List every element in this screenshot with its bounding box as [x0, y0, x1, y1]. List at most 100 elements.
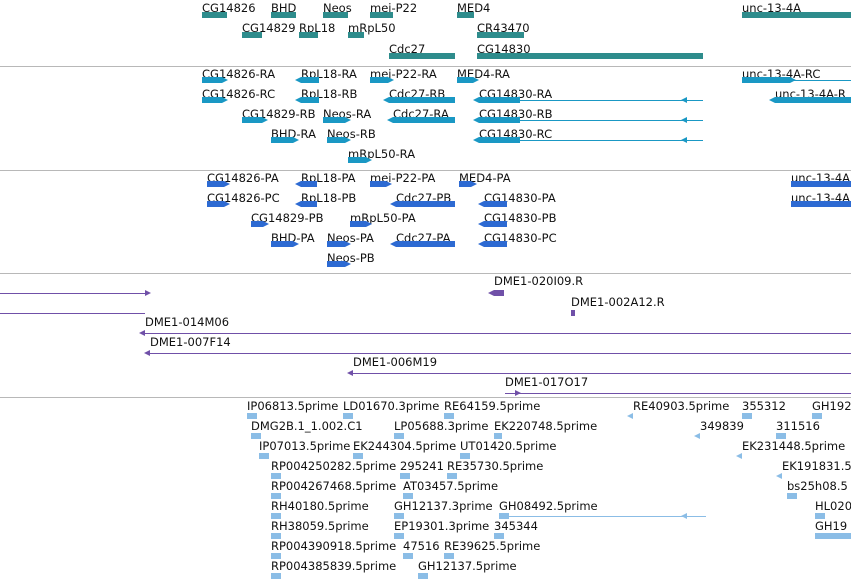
feature-label: RH40180.5prime	[271, 499, 369, 513]
feature-label: 295241	[400, 459, 444, 473]
feature-label: LD01670.3prime	[343, 399, 440, 413]
feature-intron-line	[479, 120, 703, 121]
feature-exon-bar	[815, 533, 851, 539]
feature-label: CG14829-PB	[251, 211, 324, 225]
feature-exon-bar	[242, 32, 262, 38]
feature-exon-bar	[460, 453, 470, 459]
feature-exon-bar	[271, 513, 281, 519]
feature-exon-bar	[271, 12, 296, 18]
strand-left-arrow-icon	[478, 220, 484, 227]
strand-right-arrow-icon	[515, 389, 521, 396]
feature-exon-bar	[301, 201, 317, 207]
feature-exon-bar	[323, 117, 345, 123]
feature-label: CG14826	[202, 1, 256, 15]
feature-label: CR43470	[477, 21, 530, 35]
feature-intron-line	[479, 140, 703, 141]
feature-exon-bar	[299, 32, 318, 38]
feature-label: CG14829	[242, 21, 296, 35]
feature-exon-bar	[343, 413, 353, 419]
feature-exon-bar	[327, 137, 345, 143]
feature-exon-bar	[444, 553, 454, 559]
feature-exon-bar	[477, 53, 703, 59]
strand-right-arrow-icon	[366, 220, 372, 227]
feature-exon-bar	[494, 433, 502, 439]
feature-exon-bar	[394, 513, 404, 519]
feature-label: DME1-017O17	[505, 375, 589, 389]
feature-exon-bar	[499, 513, 509, 519]
feature-exon-bar	[571, 310, 575, 316]
feature-label: AT03457.5prime	[403, 479, 499, 493]
strand-right-arrow-icon	[224, 200, 230, 207]
strand-left-arrow-icon	[694, 432, 700, 439]
feature-label: bs25h08.5	[787, 479, 848, 493]
feature-exon-bar	[444, 413, 454, 419]
feature-label: GH08492.5prime	[499, 499, 598, 513]
feature-label: BHD	[271, 1, 297, 15]
feature-exon-bar	[484, 201, 507, 207]
feature-exon-bar	[247, 413, 257, 419]
feature-exon-bar	[348, 157, 366, 163]
strand-left-arrow-icon	[473, 136, 479, 143]
feature-exon-bar	[207, 201, 224, 207]
strand-left-arrow-icon	[139, 329, 145, 336]
track-divider	[0, 273, 851, 274]
strand-right-arrow-icon	[222, 96, 228, 103]
feature-exon-bar	[457, 77, 473, 83]
feature-exon-bar	[791, 181, 851, 187]
feature-exon-bar	[394, 533, 404, 539]
feature-exon-bar	[301, 97, 319, 103]
feature-label: RP004267468.5prime	[271, 479, 397, 493]
feature-label: EK220748.5prime	[494, 419, 598, 433]
feature-exon-bar	[271, 573, 281, 579]
strand-left-arrow-icon	[681, 116, 687, 123]
feature-label: unc-13-4A	[742, 1, 802, 15]
feature-exon-bar	[791, 201, 851, 207]
strand-right-arrow-icon	[345, 260, 351, 267]
feature-exon-bar	[418, 573, 428, 579]
feature-exon-bar	[812, 413, 822, 419]
feature-exon-bar	[323, 12, 348, 18]
strand-left-arrow-icon	[681, 136, 687, 143]
feature-exon-bar	[742, 413, 752, 419]
feature-exon-bar	[370, 77, 388, 83]
strand-left-arrow-icon	[769, 96, 775, 103]
feature-label: IP07013.5prime	[259, 439, 351, 453]
feature-intron-line	[0, 293, 145, 294]
strand-left-arrow-icon	[295, 76, 301, 83]
strand-right-arrow-icon	[386, 180, 392, 187]
strand-left-arrow-icon	[473, 116, 479, 123]
strand-left-arrow-icon	[295, 200, 301, 207]
feature-exon-bar	[271, 137, 293, 143]
feature-label: GH19	[815, 519, 848, 533]
strand-left-arrow-icon	[627, 412, 633, 419]
feature-intron-line	[145, 333, 851, 334]
strand-right-arrow-icon	[222, 76, 228, 83]
feature-label: EK191831.5	[782, 459, 851, 473]
feature-label: mRpL50	[348, 21, 396, 35]
feature-label: Neos	[323, 1, 352, 15]
feature-exon-bar	[787, 493, 797, 499]
feature-label: RE40903.5prime	[633, 399, 730, 413]
feature-exon-bar	[251, 433, 261, 439]
feature-exon-bar	[207, 181, 224, 187]
feature-exon-bar	[301, 77, 319, 83]
feature-label: 349839	[700, 419, 744, 433]
feature-exon-bar	[775, 97, 851, 103]
strand-left-arrow-icon	[390, 200, 396, 207]
strand-right-arrow-icon	[790, 76, 796, 83]
feature-exon-bar	[350, 221, 366, 227]
feature-label: DME1-002A12.R	[571, 295, 665, 309]
feature-exon-bar	[403, 493, 413, 499]
feature-exon-bar	[400, 473, 410, 479]
feature-exon-bar	[742, 77, 790, 83]
feature-exon-bar	[776, 433, 786, 439]
feature-exon-bar	[259, 453, 269, 459]
strand-right-arrow-icon	[262, 116, 268, 123]
feature-exon-bar	[271, 493, 281, 499]
feature-exon-bar	[447, 473, 457, 479]
feature-label: IP06813.5prime	[247, 399, 339, 413]
feature-exon-bar	[271, 533, 281, 539]
feature-exon-bar	[479, 97, 520, 103]
